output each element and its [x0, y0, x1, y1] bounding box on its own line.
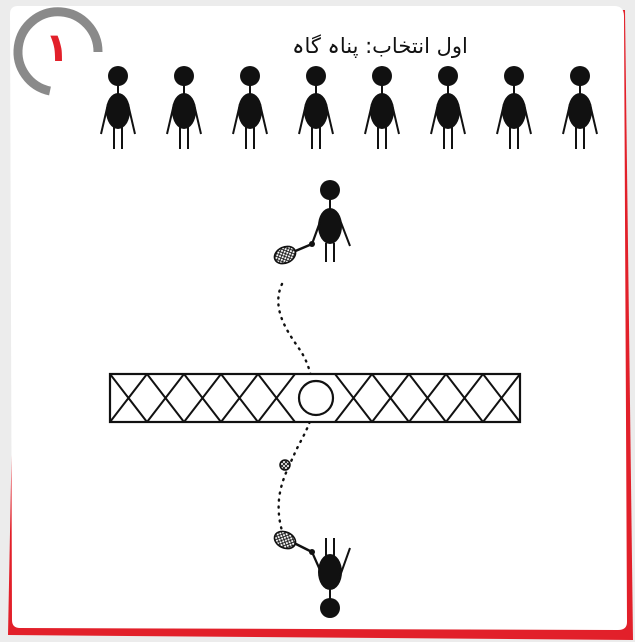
person-body-icon — [436, 93, 460, 129]
person-body-icon — [318, 554, 342, 590]
net — [110, 374, 520, 422]
person-body-icon — [568, 93, 592, 129]
person-head-icon — [504, 66, 524, 86]
person-body-icon — [370, 93, 394, 129]
card-title: اول انتخاب: پناہ گاہ — [260, 34, 500, 58]
shuttlecock-icon — [280, 460, 290, 470]
net-center-circle — [299, 381, 333, 415]
person-body-icon — [106, 93, 130, 129]
person-head-icon — [240, 66, 260, 86]
person-head-icon — [320, 180, 340, 200]
person-head-icon — [372, 66, 392, 86]
person-body-icon — [172, 93, 196, 129]
card-number: ۱ — [40, 28, 74, 68]
person-body-icon — [238, 93, 262, 129]
person-head-icon — [438, 66, 458, 86]
person-head-icon — [174, 66, 194, 86]
person-body-icon — [304, 93, 328, 129]
person-head-icon — [570, 66, 590, 86]
person-head-icon — [306, 66, 326, 86]
person-head-icon — [320, 598, 340, 618]
person-body-icon — [318, 208, 342, 244]
person-body-icon — [502, 93, 526, 129]
person-head-icon — [108, 66, 128, 86]
